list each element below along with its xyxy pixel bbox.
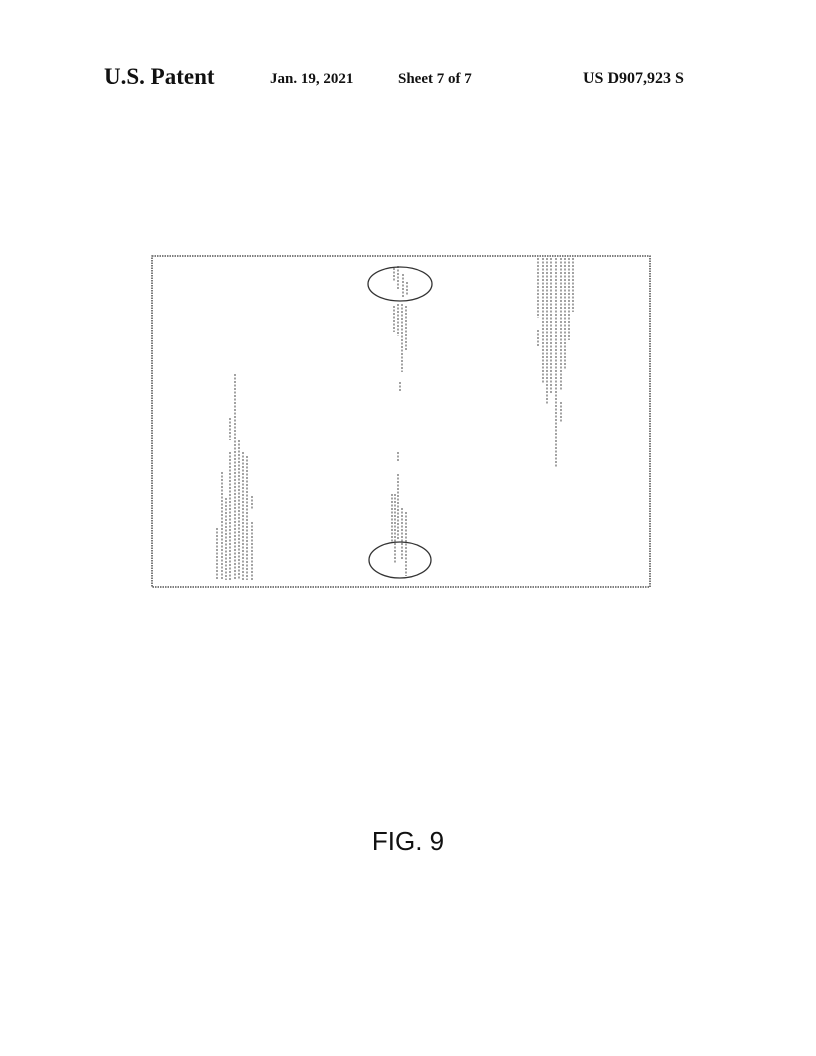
upper-ellipse: [368, 267, 432, 301]
lower-ellipse: [369, 542, 431, 578]
figure-caption: FIG. 9: [0, 826, 816, 857]
center-bottom-lines: [392, 452, 406, 576]
display-frame: [152, 256, 650, 587]
center-top-lines: [394, 266, 407, 392]
right-line-cluster: [538, 258, 573, 468]
left-line-cluster: [217, 374, 252, 580]
